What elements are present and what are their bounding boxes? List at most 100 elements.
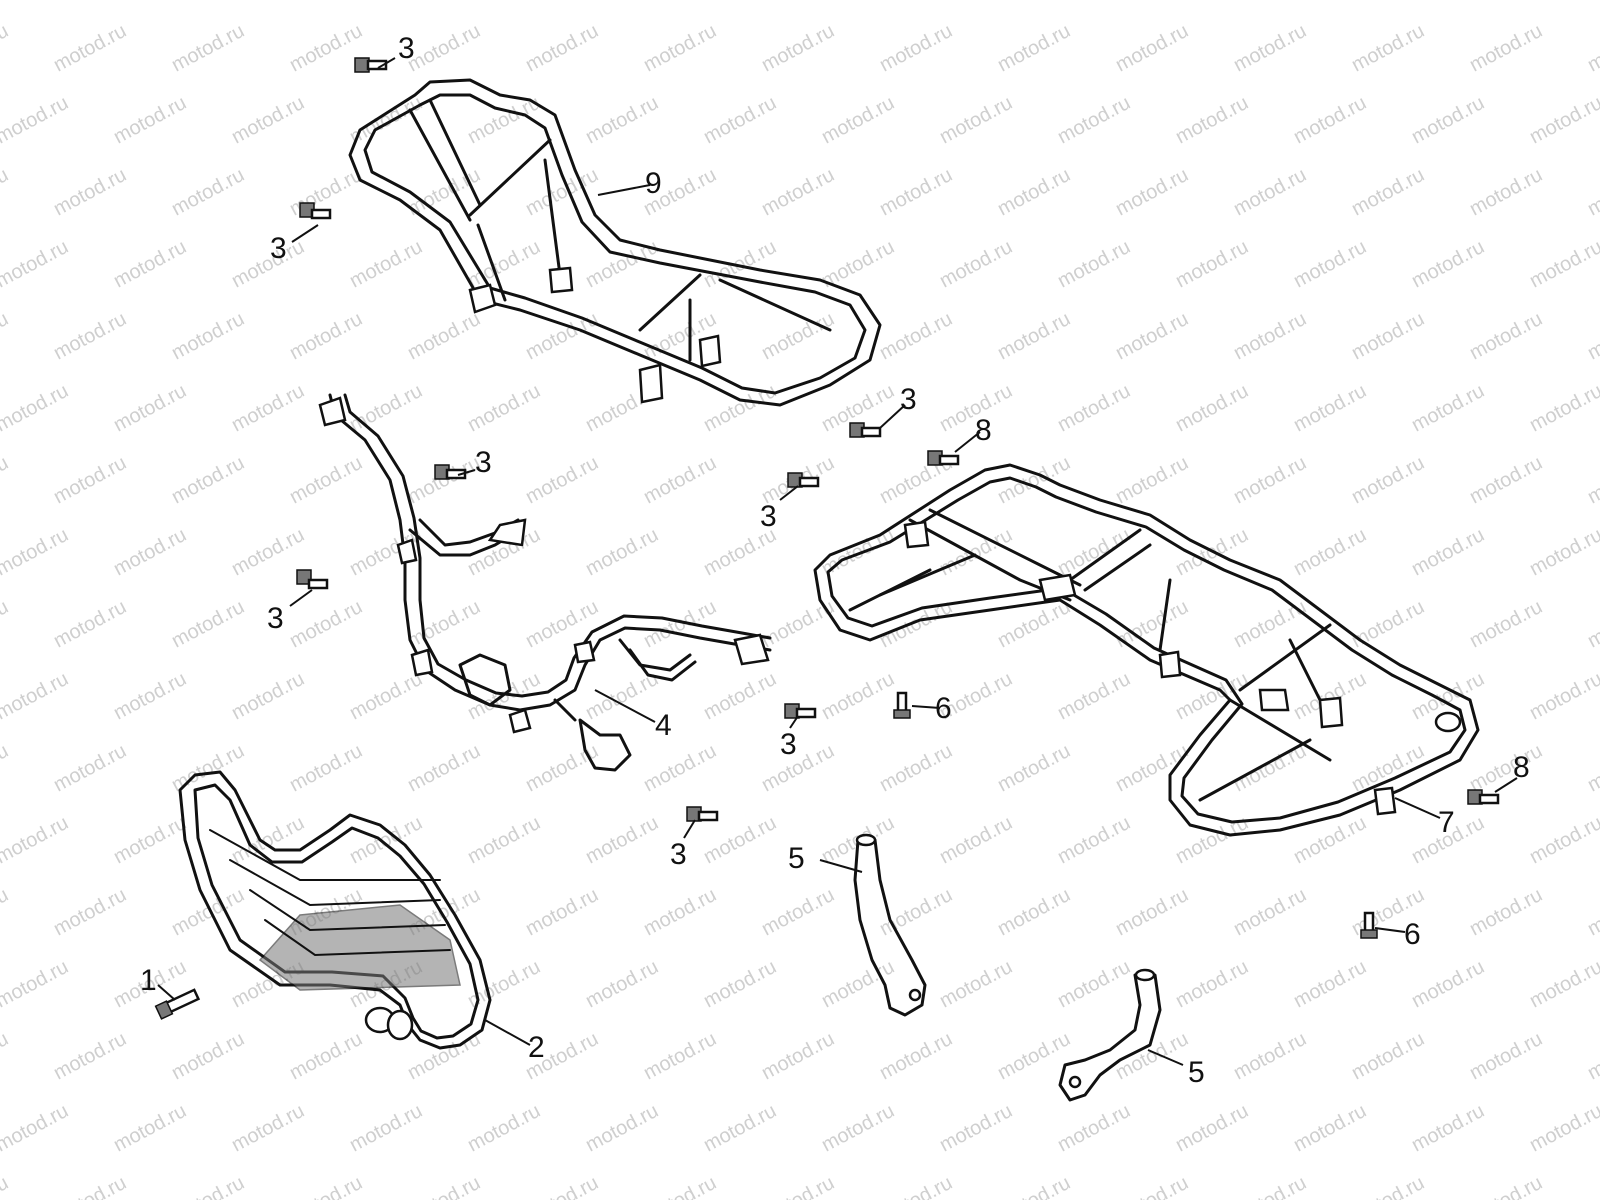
watermark-text: motod.ru	[758, 1172, 838, 1200]
watermark-text: motod.ru	[50, 596, 130, 652]
watermark-text: motod.ru	[0, 308, 12, 364]
watermark-text: motod.ru	[700, 0, 780, 4]
watermark-text: motod.ru	[818, 0, 898, 4]
watermark-text: motod.ru	[758, 164, 838, 220]
watermark-text: motod.ru	[0, 1100, 72, 1156]
watermark-text: motod.ru	[1172, 236, 1252, 292]
watermark-text: motod.ru	[936, 956, 1016, 1012]
watermark-text: motod.ru	[818, 92, 898, 148]
watermark-text: motod.ru	[640, 740, 720, 796]
watermark-text: motod.ru	[228, 0, 308, 4]
watermark-text: motod.ru	[0, 1028, 12, 1084]
watermark-text: motod.ru	[168, 1172, 248, 1200]
watermark-text: motod.ru	[640, 884, 720, 940]
bracket-a-part	[853, 833, 927, 1017]
rear-rack-part	[813, 463, 1480, 837]
watermark-text: motod.ru	[1290, 956, 1370, 1012]
watermark-text: motod.ru	[1408, 956, 1488, 1012]
rack-support-part	[318, 393, 772, 772]
watermark-text: motod.ru	[1584, 740, 1600, 796]
watermark-text: motod.ru	[110, 380, 190, 436]
watermark-text: motod.ru	[1172, 1100, 1252, 1156]
watermark-text: motod.ru	[1526, 380, 1600, 436]
watermark-text: motod.ru	[1112, 164, 1192, 220]
watermark-text: motod.ru	[1054, 812, 1134, 868]
watermark-text: motod.ru	[286, 1028, 366, 1084]
watermark-text: motod.ru	[1466, 1028, 1546, 1084]
watermark-text: motod.ru	[0, 956, 72, 1012]
callout-4: 4	[655, 709, 672, 742]
watermark-text: motod.ru	[1054, 380, 1134, 436]
bolt-8a-part	[927, 450, 960, 466]
watermark-text: motod.ru	[404, 308, 484, 364]
watermark-text: motod.ru	[0, 524, 72, 580]
watermark-text: motod.ru	[1348, 1172, 1428, 1200]
watermark-text: motod.ru	[1290, 1100, 1370, 1156]
watermark-text: motod.ru	[1348, 20, 1428, 76]
bolt-3h-part	[686, 806, 719, 822]
watermark-text: motod.ru	[582, 524, 662, 580]
watermark-text: motod.ru	[936, 0, 1016, 4]
watermark-text: motod.ru	[346, 0, 426, 4]
watermark-text: motod.ru	[346, 1100, 426, 1156]
watermark-text: motod.ru	[1230, 20, 1310, 76]
callout-8-b: 8	[1513, 751, 1530, 784]
callout-6-b: 6	[1404, 918, 1421, 951]
watermark-text: motod.ru	[110, 668, 190, 724]
watermark-text: motod.ru	[758, 596, 838, 652]
watermark-text: motod.ru	[1584, 884, 1600, 940]
callout-9: 9	[645, 167, 662, 200]
watermark-text: motod.ru	[1408, 92, 1488, 148]
watermark-text: motod.ru	[1466, 740, 1546, 796]
watermark-text: motod.ru	[110, 1100, 190, 1156]
callout-5-a: 5	[788, 842, 805, 875]
watermark-text: motod.ru	[582, 956, 662, 1012]
watermark-text: motod.ru	[1290, 524, 1370, 580]
watermark-text: motod.ru	[0, 92, 72, 148]
watermark-text: motod.ru	[876, 1028, 956, 1084]
watermark-text: motod.ru	[0, 1172, 12, 1200]
watermark-text: motod.ru	[168, 1028, 248, 1084]
watermark-text: motod.ru	[0, 0, 72, 4]
callout-8-a: 8	[975, 414, 992, 447]
watermark-text: motod.ru	[1230, 1172, 1310, 1200]
watermark-text: motod.ru	[1112, 740, 1192, 796]
watermark-text: motod.ru	[0, 380, 72, 436]
watermark-text: motod.ru	[582, 812, 662, 868]
watermark-text: motod.ru	[994, 20, 1074, 76]
watermark-text: motod.ru	[1290, 380, 1370, 436]
watermark-text: motod.ru	[1112, 596, 1192, 652]
watermark-text: motod.ru	[1526, 0, 1600, 4]
watermark-text: motod.ru	[876, 308, 956, 364]
leader-lines	[157, 57, 1518, 1066]
watermark-text: motod.ru	[1054, 92, 1134, 148]
watermark-text: motod.ru	[818, 1100, 898, 1156]
watermark-text: motod.ru	[1112, 884, 1192, 940]
watermark-text: motod.ru	[346, 812, 426, 868]
watermark-text: motod.ru	[1348, 596, 1428, 652]
watermark-text: motod.ru	[286, 596, 366, 652]
watermark-text: motod.ru	[758, 1028, 838, 1084]
watermark-text: motod.ru	[1290, 812, 1370, 868]
watermark-text: motod.ru	[1112, 20, 1192, 76]
watermark-text: motod.ru	[0, 236, 72, 292]
watermark-text: motod.ru	[994, 164, 1074, 220]
watermark-text: motod.ru	[1230, 740, 1310, 796]
watermark-text: motod.ru	[50, 740, 130, 796]
watermark-text: motod.ru	[0, 740, 12, 796]
watermark-text: motod.ru	[1230, 1028, 1310, 1084]
callout-3-b: 3	[270, 232, 287, 265]
watermark-text: motod.ru	[582, 92, 662, 148]
watermark-text: motod.ru	[228, 668, 308, 724]
bolt-1-part	[154, 988, 201, 1020]
watermark-text: motod.ru	[1526, 236, 1600, 292]
callout-3-g: 3	[780, 728, 797, 761]
watermark-text: motod.ru	[522, 452, 602, 508]
watermark-text: motod.ru	[228, 92, 308, 148]
bolt-3b-part	[299, 202, 332, 220]
watermark-text: motod.ru	[876, 164, 956, 220]
callout-1: 1	[140, 964, 157, 997]
watermark-text: motod.ru	[582, 1100, 662, 1156]
